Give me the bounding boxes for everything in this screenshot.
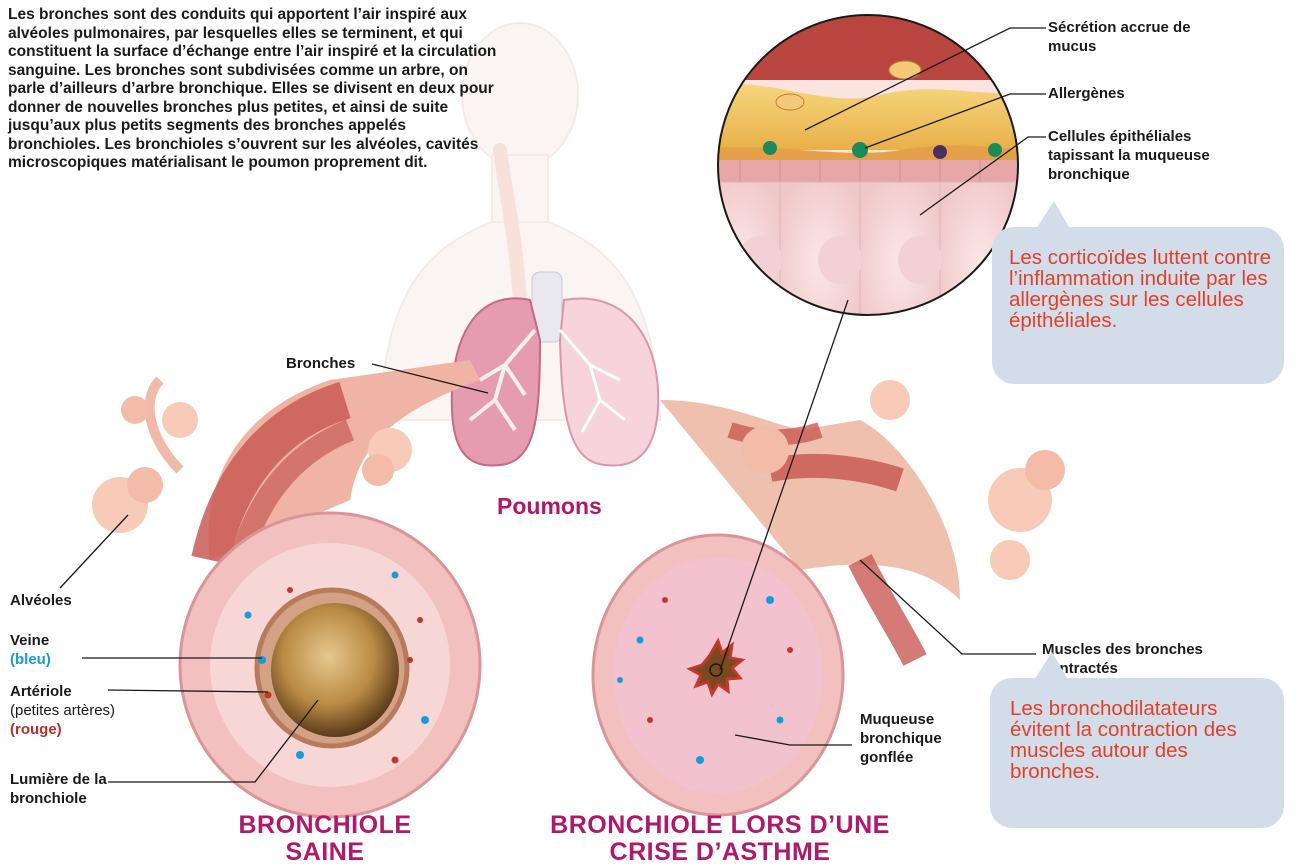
label-veine: Veine [10,631,49,650]
label-muscles: Muscles des bronches contractés [1042,640,1242,678]
label-arteriole: Artériole [10,682,72,701]
callout-bronchodilatateurs: Les bronchodilatateurs évitent la contra… [990,678,1284,828]
label-secretion-mucus: Sécrétion accrue de mucus [1048,18,1198,56]
callout-pointer [1032,201,1072,229]
title-bronchiole-saine: BRONCHIOLE SAINE [225,812,425,866]
callout-pointer [1030,652,1070,680]
label-poumons: Poumons [497,493,602,520]
callout-corticoides-text: Les corticoïdes luttent contre l’inflamm… [1009,247,1279,331]
label-cellules-epitheliales: Cellules épithéliales tapissant la muque… [1048,127,1223,184]
callout-corticoides: Les corticoïdes luttent contre l’inflamm… [992,227,1284,384]
label-allergenes: Allergènes [1048,84,1125,103]
healthy-bronchiole-tube [92,360,480,817]
zoom-circle [700,0,1040,342]
label-muqueuse: Muqueuse bronchique gonflée [860,710,970,767]
callout-bronchodilatateurs-text: Les bronchodilatateurs évitent la contra… [1010,698,1275,782]
label-bronches: Bronches [286,354,355,373]
label-veine-color: (bleu) [10,650,51,669]
title-bronchiole-asthme: BRONCHIOLE LORS D’UNE CRISE D’ASTHME [530,812,910,866]
intro-paragraph: Les bronches sont des conduits qui appor… [8,6,498,173]
label-lumiere: Lumière de la bronchiole [10,770,120,808]
label-arteriole-color: (rouge) [10,720,62,739]
label-arteriole-sub: (petites artères) [10,701,115,720]
label-alveoles: Alvéoles [10,591,72,610]
